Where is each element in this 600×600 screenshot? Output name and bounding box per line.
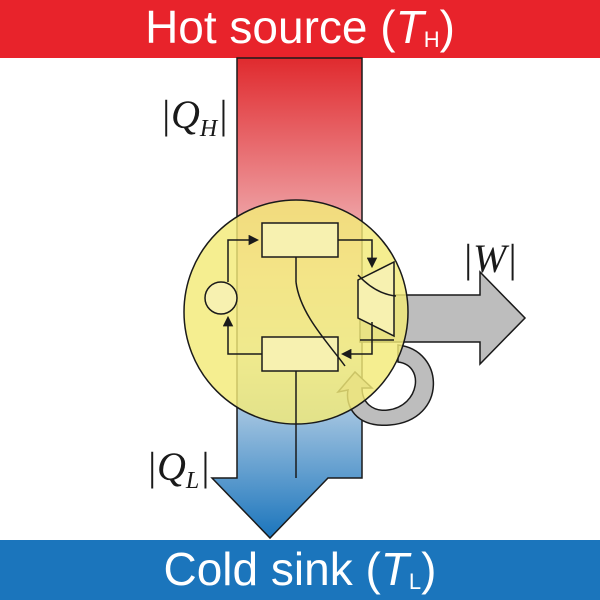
hot-source-label: Hot source (TH): [145, 1, 455, 53]
cycle-schematic: [204, 222, 397, 478]
heater-to-turbine-line: [338, 239, 378, 269]
cold-sink-label: Cold sink (TL): [164, 543, 437, 595]
work-label: |W|: [462, 236, 517, 281]
heat-transfer-curve: [295, 281, 346, 367]
heat-in-label: |QH|: [160, 92, 228, 142]
pump-circle: [204, 281, 238, 315]
cooler-to-pump-line: [222, 315, 262, 355]
hot-source-band: Hot source (TH): [0, 0, 600, 58]
heat-out-label: |QL|: [146, 444, 210, 494]
cold-sink-rect: [0, 540, 600, 600]
turbine-to-cooler-line: [340, 322, 373, 360]
heater-box: [261, 222, 339, 258]
hot-source-rect: [0, 0, 600, 58]
pump-to-heater-line: [227, 234, 260, 282]
cold-sink-band: Cold sink (TL): [0, 540, 600, 600]
turbine-shape: [357, 260, 395, 338]
turbine-inlet-curve: [357, 274, 397, 297]
cooler-box: [261, 336, 339, 372]
